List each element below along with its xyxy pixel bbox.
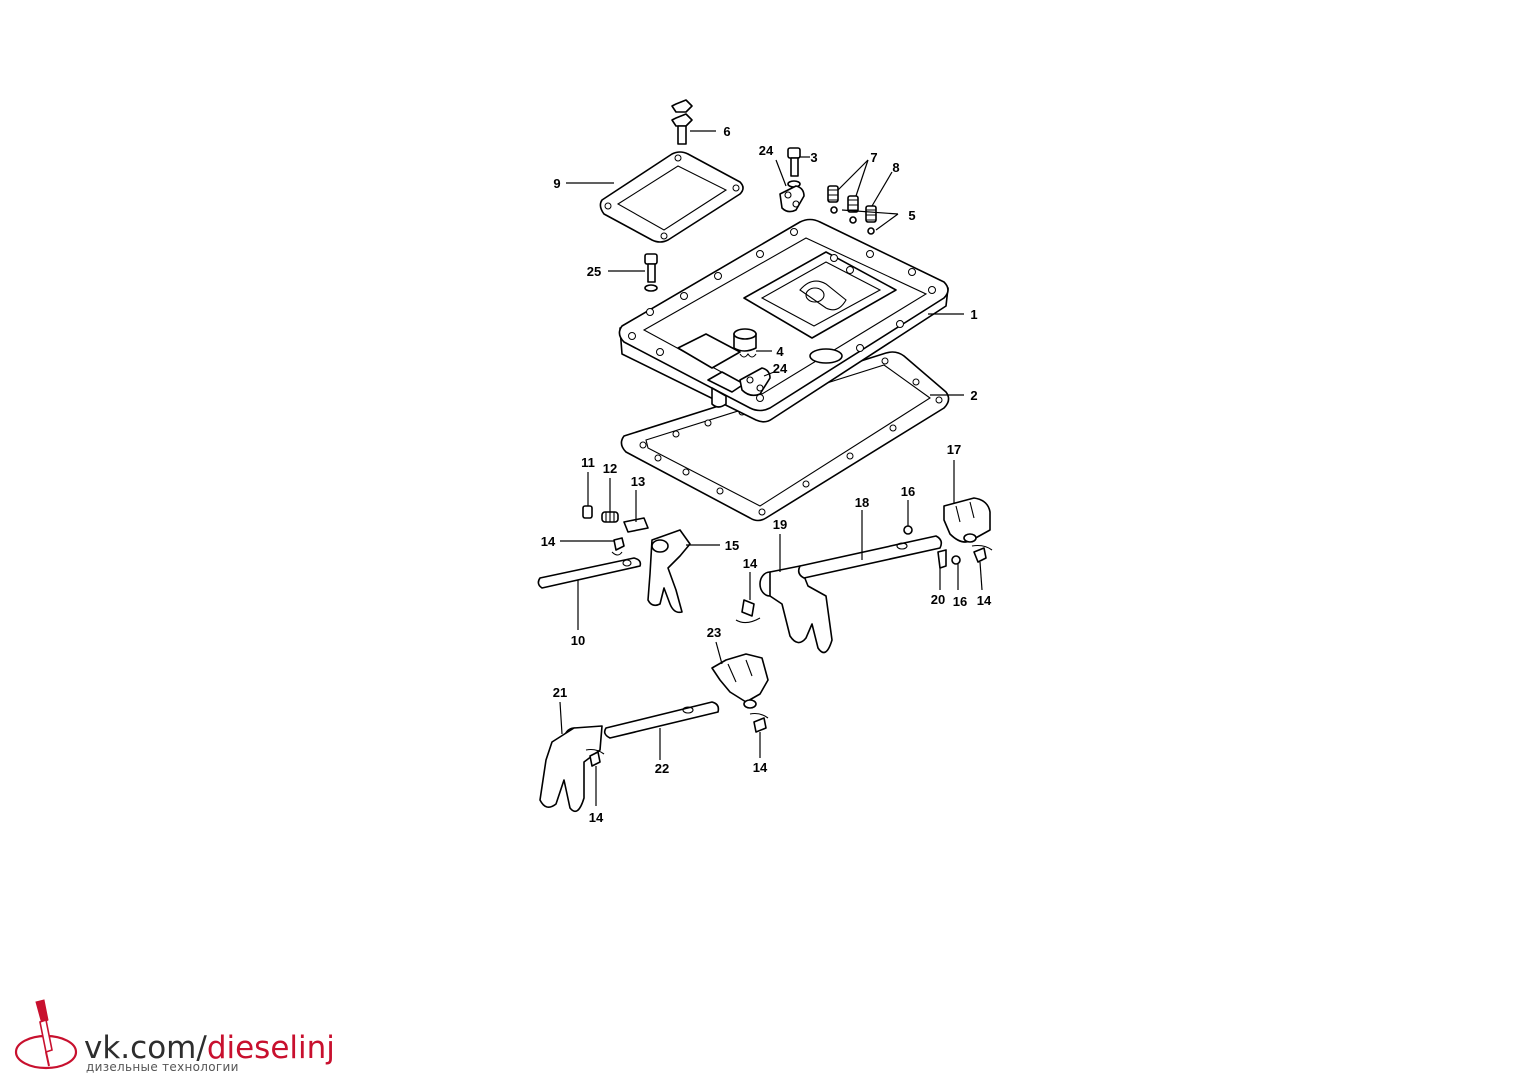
- callout-23: 23: [707, 625, 721, 640]
- callout-8: 8: [892, 160, 899, 175]
- screw-part-14-left: [611, 537, 625, 556]
- callout-20: 20: [931, 592, 945, 607]
- detent-parts-11-12-13: [582, 505, 649, 533]
- shift-block-part-23: [711, 653, 769, 709]
- callout-15: 15: [725, 538, 739, 553]
- callout-14-br: 14: [753, 760, 768, 775]
- callout-2: 2: [970, 388, 977, 403]
- callout-6: 6: [723, 124, 730, 139]
- bolt-part-25: [644, 253, 658, 292]
- bolt-part-6: [671, 99, 693, 145]
- callout-13: 13: [631, 474, 645, 489]
- watermark-url: vk.com/dieselinj: [84, 1030, 335, 1066]
- callout-17: 17: [947, 442, 961, 457]
- callout-14-mid: 14: [743, 556, 758, 571]
- callout-24-top: 24: [759, 143, 774, 158]
- springs-part-7-8: [827, 185, 877, 223]
- callout-25: 25: [587, 264, 601, 279]
- callout-7: 7: [870, 150, 877, 165]
- shift-rod-part-22: [603, 701, 720, 739]
- shift-block-part-17: [943, 497, 991, 543]
- screw-part-14-right: [971, 544, 993, 563]
- callout-4: 4: [776, 344, 784, 359]
- callout-9: 9: [553, 176, 560, 191]
- callout-14-bl: 14: [589, 810, 604, 825]
- lock-plate-part-24-bottom: [739, 367, 771, 397]
- callout-11: 11: [581, 455, 595, 470]
- lock-plate-part-24-top: [779, 185, 805, 213]
- callout-22: 22: [655, 761, 669, 776]
- callout-3: 3: [810, 150, 817, 165]
- callout-14-left: 14: [541, 534, 556, 549]
- shift-fork-part-19: [759, 565, 833, 654]
- top-plate-part-9: [599, 151, 744, 243]
- callout-labels: 6 9 24 3 7 8 5 25 1 4 24 2 11 12 13 14 1…: [541, 124, 992, 825]
- injector-logo-icon: [14, 999, 78, 1070]
- callout-5: 5: [908, 208, 915, 223]
- screw-part-14-br: [749, 712, 769, 733]
- callout-16-bottom: 16: [953, 594, 967, 609]
- leader-lines: [559, 130, 983, 806]
- screw-part-14-mid: [735, 599, 761, 624]
- callout-14-right: 14: [977, 593, 992, 608]
- watermark: vk.com/dieselinj дизельные технологии: [14, 999, 335, 1074]
- shift-fork-part-15: [647, 529, 691, 614]
- callout-1: 1: [970, 307, 977, 322]
- watermark-subtitle: дизельные технологии: [86, 1060, 239, 1074]
- callout-16-top: 16: [901, 484, 915, 499]
- callout-18: 18: [855, 495, 869, 510]
- callout-10: 10: [571, 633, 585, 648]
- callout-19: 19: [773, 517, 787, 532]
- bolt-part-3: [787, 147, 801, 188]
- shift-cover-part-1: [618, 218, 949, 423]
- balls-part-5: [830, 206, 875, 235]
- callout-24-bottom: 24: [773, 361, 788, 376]
- screw-part-14-bl: [585, 748, 605, 767]
- shift-rod-part-10: [537, 557, 642, 589]
- shift-rod-part-18: [797, 535, 943, 579]
- callout-12: 12: [603, 461, 617, 476]
- plug-part-4: [733, 328, 757, 358]
- shift-fork-part-21: [539, 725, 603, 813]
- callout-21: 21: [553, 685, 567, 700]
